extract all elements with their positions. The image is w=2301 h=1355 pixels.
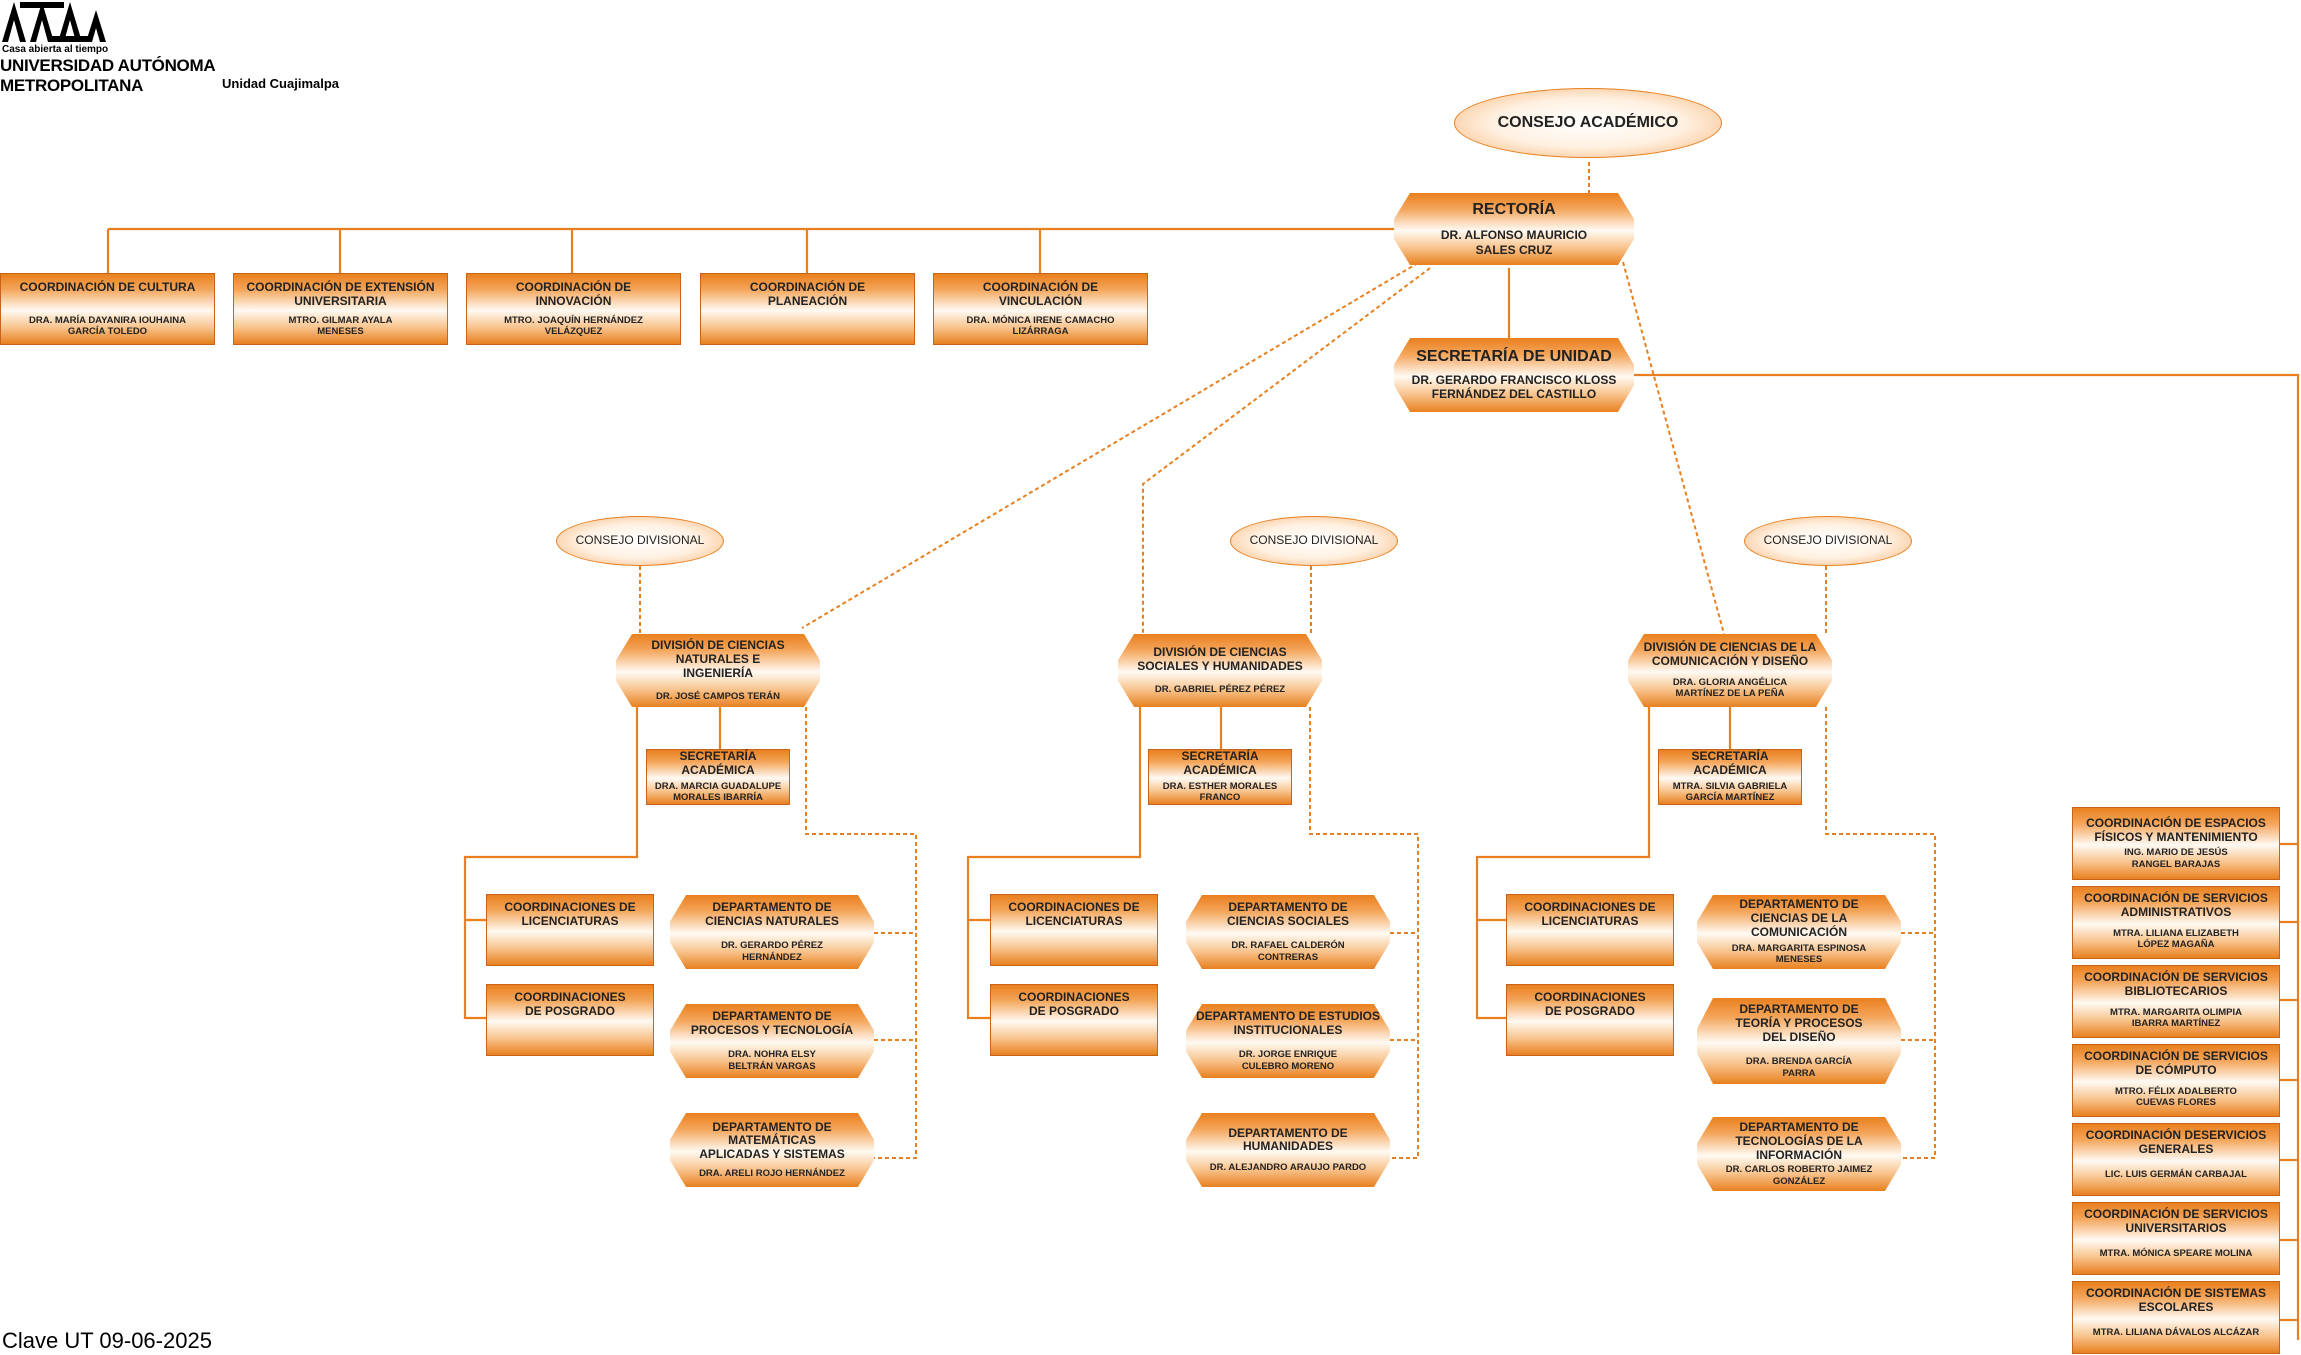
node-consejo-academico[interactable]: CONSEJO ACADÉMICO (1454, 88, 1722, 158)
node-licenciaturas-cni[interactable]: COORDINACIONES DE LICENCIATURAS (486, 894, 654, 966)
uam-logo: Casa abierta al tiempo UNIVERSIDAD AUTÓN… (0, 0, 360, 95)
node-consejo-divisional-cni[interactable]: CONSEJO DIVISIONAL (556, 516, 724, 566)
node-depto-matematicas[interactable]: DEPARTAMENTO DE MATEMÁTICAS APLICADAS Y … (670, 1113, 874, 1187)
node-consejo-divisional-ccd[interactable]: CONSEJO DIVISIONAL (1744, 516, 1912, 566)
node-secretaria-unidad[interactable]: SECRETARÍA DE UNIDAD DR. GERARDO FRANCIS… (1394, 338, 1634, 412)
node-depto-estudios-institucionales[interactable]: DEPARTAMENTO DE ESTUDIOS INSTITUCIONALES… (1186, 1004, 1390, 1078)
node-licenciaturas-ccd[interactable]: COORDINACIONES DE LICENCIATURAS (1506, 894, 1674, 966)
node-posgrado-csh[interactable]: COORDINACIONES DE POSGRADO (990, 984, 1158, 1056)
node-depto-ciencias-sociales[interactable]: DEPARTAMENTO DE CIENCIAS SOCIALES DR. RA… (1186, 895, 1390, 969)
connector-div2-tree (966, 707, 1223, 1020)
node-depto-procesos-tecnologia[interactable]: DEPARTAMENTO DE PROCESOS Y TECNOLOGÍA DR… (670, 1004, 874, 1078)
node-division-ccd[interactable]: DIVISIÓN DE CIENCIAS DE LA COMUNICACIÓN … (1628, 634, 1832, 707)
connector-rectoria-div3 (1622, 261, 1725, 635)
node-coordinacion-espacios-fisicos[interactable]: COORDINACIÓN DE ESPACIOS FÍSICOS Y MANTE… (2072, 807, 2280, 880)
node-coordinacion-servicios-administrativos[interactable]: COORDINACIÓN DE SERVICIOS ADMINISTRATIVO… (2072, 886, 2280, 959)
node-secretaria-academica-csh[interactable]: SECRETARÍA ACADÉMICA DRA. ESTHER MORALES… (1148, 749, 1292, 805)
logo-unit-name: Unidad Cuajimalpa (222, 76, 340, 91)
node-title: SECRETARÍA DE UNIDAD (1416, 348, 1612, 366)
logo-university-name: UNIVERSIDAD AUTÓNOMA METROPOLITANA (0, 56, 215, 95)
node-coordinacion-planeacion[interactable]: COORDINACIÓN DE PLANEACIÓN (700, 273, 915, 345)
node-person: DR. GERARDO FRANCISCO KLOSS FERNÁNDEZ DE… (1411, 372, 1617, 402)
node-depto-ciencias-comunicacion[interactable]: DEPARTAMENTO DE CIENCIAS DE LA COMUNICAC… (1697, 895, 1901, 969)
node-coordinacion-servicios-computo[interactable]: COORDINACIÓN DE SERVICIOS DE CÓMPUTO MTR… (2072, 1044, 2280, 1117)
uam-logo-mark-icon (2, 2, 106, 42)
node-depto-tecnologias-informacion[interactable]: DEPARTAMENTO DE TECNOLOGÍAS DE LA INFORM… (1697, 1117, 1901, 1191)
connector-div1-tree (463, 707, 722, 1020)
footer-clave: Clave UT 09-06-2025 (2, 1328, 212, 1353)
node-depto-humanidades[interactable]: DEPARTAMENTO DE HUMANIDADES DR. ALEJANDR… (1186, 1113, 1390, 1187)
node-coordinacion-servicios-universitarios[interactable]: COORDINACIÓN DE SERVICIOS UNIVERSITARIOS… (2072, 1202, 2280, 1275)
node-title: RECTORÍA (1472, 200, 1556, 218)
node-division-cni[interactable]: DIVISIÓN DE CIENCIAS NATURALES E INGENIE… (616, 634, 820, 707)
node-rectoria[interactable]: RECTORÍA DR. ALFONSO MAURICIO SALES CRUZ (1394, 193, 1634, 265)
node-coordinacion-sistemas-escolares[interactable]: COORDINACIÓN DE SISTEMAS ESCOLARES MTRA.… (2072, 1281, 2280, 1354)
node-coordinacion-servicios-bibliotecarios[interactable]: COORDINACIÓN DE SERVICIOS BIBLIOTECARIOS… (2072, 965, 2280, 1038)
node-secretaria-academica-ccd[interactable]: SECRETARÍA ACADÉMICA MTRA. SILVIA GABRIE… (1658, 749, 1802, 805)
node-depto-teoria-procesos-diseno[interactable]: DEPARTAMENTO DE TEORÍA Y PROCESOS DEL DI… (1697, 998, 1901, 1084)
node-coordinacion-innovacion[interactable]: COORDINACIÓN DE INNOVACIÓN MTRO. JOAQUÍN… (466, 273, 681, 345)
node-consejo-divisional-csh[interactable]: CONSEJO DIVISIONAL (1230, 516, 1398, 566)
node-coordinacion-cultura[interactable]: COORDINACIÓN DE CULTURA DRA. MARÍA DAYAN… (0, 273, 215, 345)
connector-secretaria-servicios (1633, 373, 2300, 1340)
node-person: DR. ALFONSO MAURICIO SALES CRUZ (1440, 228, 1588, 257)
node-depto-ciencias-naturales[interactable]: DEPARTAMENTO DE CIENCIAS NATURALES DR. G… (670, 895, 874, 969)
connector-div1-deptos (805, 707, 917, 1159)
connector-rectoria-coordinaciones (106, 227, 1395, 273)
node-licenciaturas-csh[interactable]: COORDINACIONES DE LICENCIATURAS (990, 894, 1158, 966)
node-posgrado-ccd[interactable]: COORDINACIONES DE POSGRADO (1506, 984, 1674, 1056)
connector-div3-deptos (1825, 707, 1936, 1159)
connector-rectoria-div2 (1142, 267, 1431, 634)
connector-div2-deptos (1309, 707, 1419, 1159)
node-coordinacion-vinculacion[interactable]: COORDINACIÓN DE VINCULACIÓN DRA. MÓNICA … (933, 273, 1148, 345)
node-secretaria-academica-cni[interactable]: SECRETARÍA ACADÉMICA DRA. MARCIA GUADALU… (646, 749, 790, 805)
node-coordinacion-servicios-generales[interactable]: COORDINACIÓN DESERVICIOS GENERALES LIC. … (2072, 1123, 2280, 1196)
logo-tagline: Casa abierta al tiempo (2, 44, 109, 55)
connector-rectoria-div1 (801, 262, 1419, 629)
node-division-csh[interactable]: DIVISIÓN DE CIENCIAS SOCIALES Y HUMANIDA… (1118, 634, 1322, 707)
connector-div3-tree (1475, 707, 1732, 1020)
node-posgrado-cni[interactable]: COORDINACIONES DE POSGRADO (486, 984, 654, 1056)
node-coordinacion-extension[interactable]: COORDINACIÓN DE EXTENSIÓN UNIVERSITARIA … (233, 273, 448, 345)
